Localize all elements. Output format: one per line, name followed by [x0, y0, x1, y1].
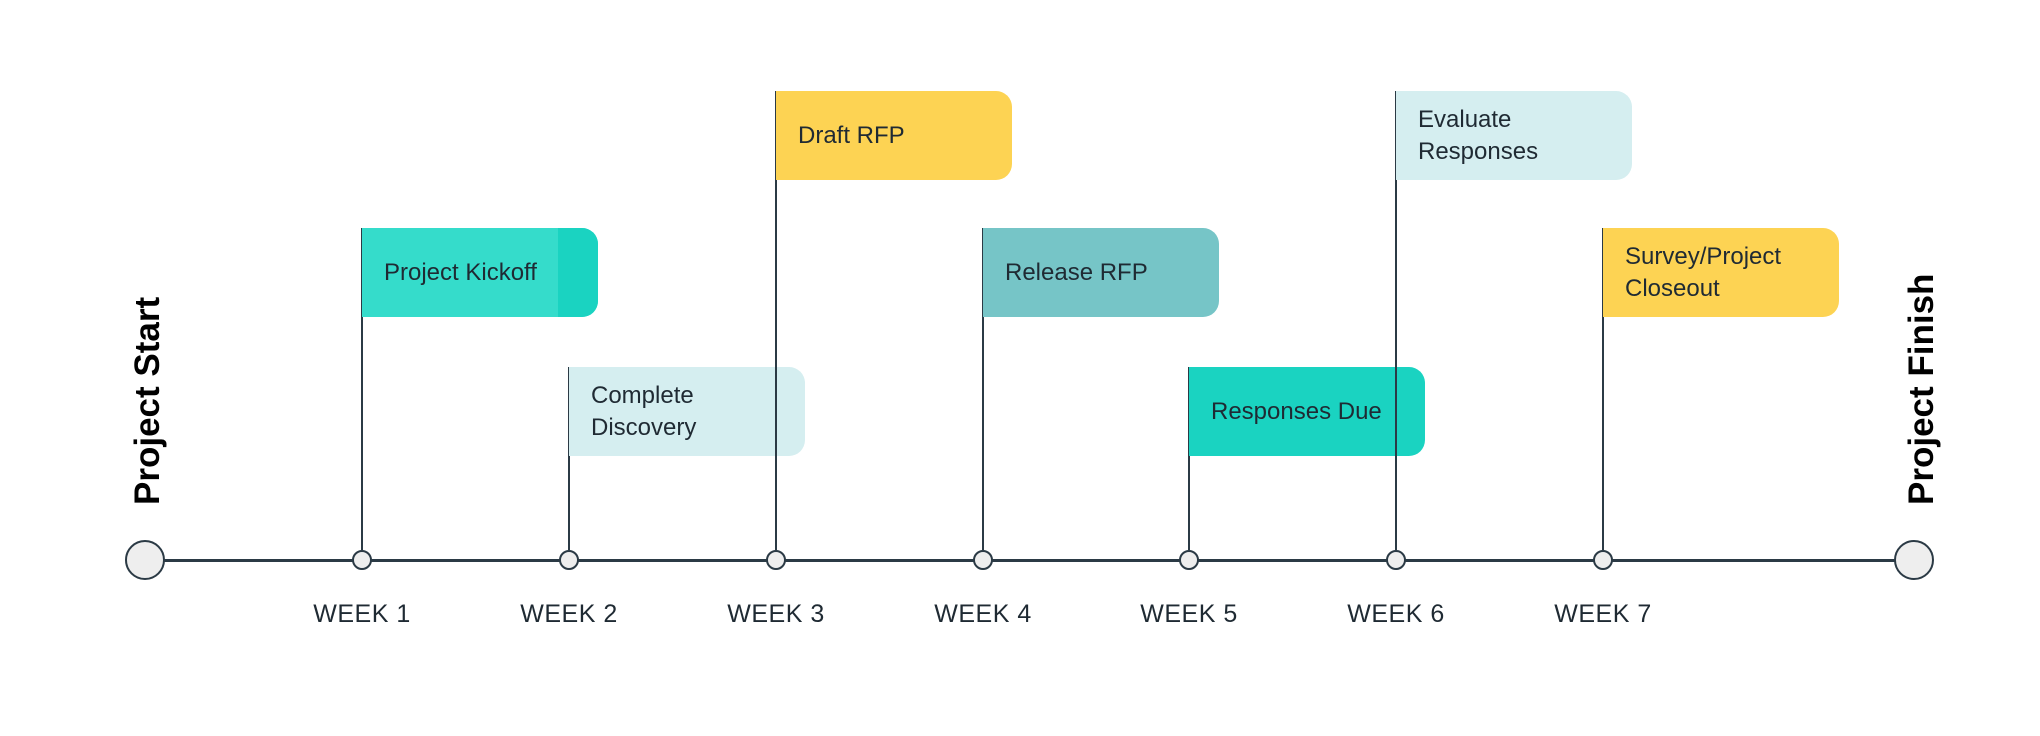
milestone-flag: Evaluate Responses [1396, 91, 1632, 180]
week-marker [766, 550, 786, 570]
milestone-label: Survey/Project Closeout [1625, 242, 1782, 302]
week-label: WEEK 1 [313, 600, 411, 628]
milestone-flag: Release RFP [983, 228, 1219, 317]
milestone-pole [1188, 367, 1190, 550]
week-marker [1386, 550, 1406, 570]
milestone-flag: Survey/Project Closeout [1603, 228, 1839, 317]
milestone-flag: Responses Due [1189, 367, 1425, 456]
milestone-pole [361, 228, 363, 550]
project-start-label: Project Start [128, 296, 167, 505]
milestone-label: Release RFP [1005, 258, 1148, 286]
milestone-flag: Draft RFP [776, 91, 1012, 180]
week-marker [352, 550, 372, 570]
milestone-label: Complete Discovery [591, 381, 697, 441]
milestone-pole [775, 91, 777, 550]
milestone-pole [568, 367, 570, 550]
milestone-flag: Project Kickoff [362, 228, 598, 317]
week-label: WEEK 6 [1347, 600, 1445, 628]
milestone-label: Project Kickoff [384, 258, 537, 286]
milestone-flag-accent [558, 228, 598, 317]
timeline-axis [145, 559, 1914, 562]
milestone-pole [982, 228, 984, 550]
milestone-flag: Complete Discovery [569, 367, 805, 456]
milestone-label: Evaluate Responses [1418, 105, 1539, 165]
week-marker [559, 550, 579, 570]
week-label: WEEK 2 [520, 600, 618, 628]
milestone-pole [1395, 91, 1397, 550]
week-marker [1179, 550, 1199, 570]
milestone-label: Responses Due [1211, 397, 1382, 425]
project-finish-endpoint [1894, 540, 1934, 580]
week-marker [973, 550, 993, 570]
milestone-pole [1602, 228, 1604, 550]
week-label: WEEK 4 [934, 600, 1032, 628]
project-finish-label: Project Finish [1902, 273, 1941, 505]
week-marker [1593, 550, 1613, 570]
week-label: WEEK 7 [1554, 600, 1652, 628]
week-label: WEEK 5 [1140, 600, 1238, 628]
week-label: WEEK 3 [727, 600, 825, 628]
project-start-endpoint [125, 540, 165, 580]
milestone-label: Draft RFP [798, 121, 905, 149]
